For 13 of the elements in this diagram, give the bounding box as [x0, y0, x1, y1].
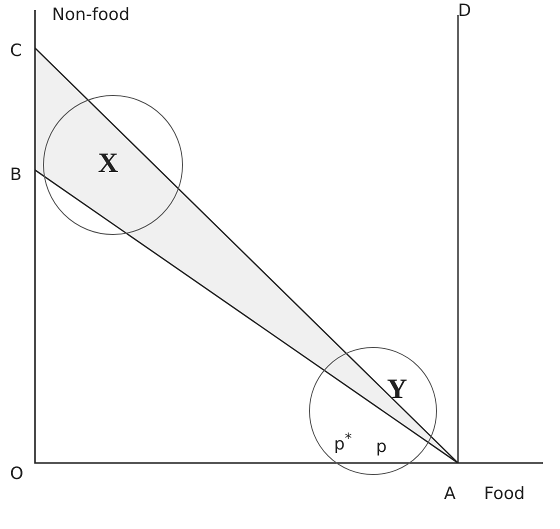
curve-label: p	[376, 438, 387, 456]
axis-label: Non-food	[52, 6, 130, 24]
circle-label: Y	[387, 376, 408, 404]
circle	[43, 95, 183, 235]
point-label: A	[444, 485, 456, 503]
point-label: C	[10, 42, 22, 60]
point-label: O	[10, 465, 24, 483]
axis-label: Food	[484, 485, 525, 503]
curve-label: p$^{*}$	[334, 430, 352, 454]
point-label: D	[458, 2, 472, 20]
point-label: B	[10, 166, 22, 184]
circle-label: X	[98, 150, 118, 178]
circle	[309, 347, 437, 475]
